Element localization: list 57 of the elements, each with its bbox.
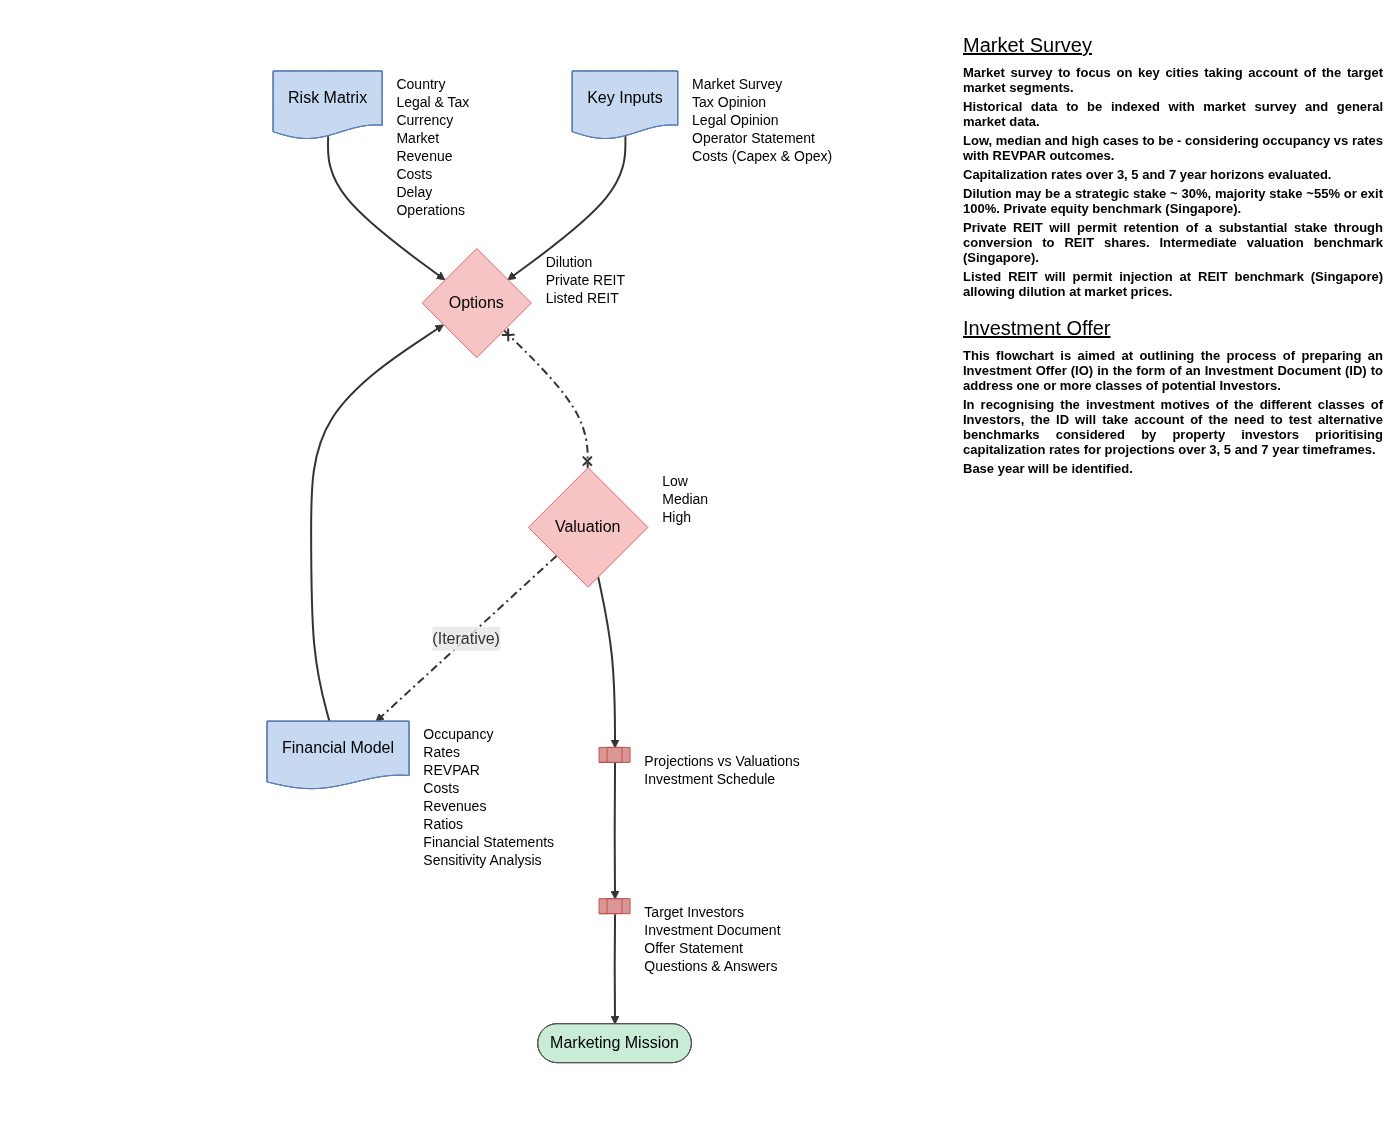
connector: [501, 327, 594, 469]
bullet-item: Questions & Answers: [644, 956, 779, 975]
arrow: [610, 913, 620, 1025]
note-paragraph: Listed REIT will permit injection at REIT benchmark (Singapore) allowing dilution at market prices.: [963, 269, 1383, 299]
bullet-item: Costs (Capex & Opex): [692, 147, 833, 166]
arrow: [610, 762, 620, 900]
bullet-item: Market: [396, 129, 441, 148]
bullet-item: REVPAR: [423, 761, 481, 780]
bullet-item: Country: [396, 75, 447, 94]
arrow: [327, 135, 446, 281]
bullet-item: Operator Statement: [692, 129, 816, 148]
bullet-item: Projections vs Valuations: [644, 751, 800, 770]
bullet-item: Legal & Tax: [396, 93, 470, 112]
note-paragraph: This flowchart is aimed at outlining the process of preparing an Investment Offer (IO) in the form of an Investment Document (ID) to address one or more classes of potential Investors.: [963, 348, 1383, 393]
bullet-item: Ratios: [423, 815, 465, 834]
bullet-item: Offer Statement: [644, 938, 744, 957]
bullet-item: Target Investors: [644, 902, 745, 921]
note-paragraph: Private REIT will permit retention of a substantial stake through conversion to REIT shares. Intermediate valuation benchmark (Singapore).: [963, 220, 1383, 265]
bullet-item: High: [662, 507, 692, 526]
node-diamond: Valuation: [528, 467, 649, 588]
bullet-item: Revenue: [396, 147, 454, 166]
bullet-item: Market Survey: [692, 75, 784, 94]
bullet-item: Tax Opinion: [692, 93, 767, 112]
section-heading: Market Survey: [963, 34, 1093, 57]
bullet-item: Investment Document: [644, 920, 781, 939]
bullet-item: Sensitivity Analysis: [423, 851, 543, 870]
bullet-item: Costs: [396, 165, 434, 184]
bullet-item: Rates: [423, 743, 461, 762]
note-paragraph: Market survey to focus on key cities taking account of the target market segments.: [963, 65, 1383, 95]
node-box: [598, 898, 631, 915]
bullet-item: Low: [662, 471, 689, 490]
node-diamond: Options: [422, 248, 533, 359]
edge-label: (Iterative): [432, 629, 501, 647]
bullet-item: Investment Schedule: [644, 769, 777, 788]
note-paragraph: Low, median and high cases to be - considering occupancy vs rates with REVPAR outcomes.: [963, 133, 1383, 163]
note-paragraph: In recognising the investment motives of the different classes of Investors, the ID will take account of the need to test alternative benchmarks considered by property investors prioritising capitalization rates for projections over 3, 5 and 7 year timeframes.: [963, 397, 1383, 457]
section-heading: Investment Offer: [963, 317, 1112, 340]
bullet-item: Occupancy: [423, 725, 495, 744]
bullet-item: Financial Statements: [423, 833, 555, 852]
bullet-item: Revenues: [423, 797, 488, 816]
node-box: [598, 747, 631, 764]
bullet-item: Dilution: [545, 252, 594, 271]
note-paragraph: Base year will be identified.: [963, 461, 1134, 476]
bullet-item: Operations: [396, 201, 466, 220]
bullet-item: Private REIT: [545, 270, 625, 289]
note-paragraph: Historical data to be indexed with market survey and general market data.: [963, 99, 1383, 129]
note-paragraph: Dilution may be a strategic stake ~ 30%, majority stake ~55% or exit 100%. Private equity benchmark (Singapore).: [963, 186, 1383, 216]
bullet-item: Legal Opinion: [692, 111, 780, 130]
note-paragraph: Capitalization rates over 3, 5 and 7 year horizons evaluated.: [963, 167, 1333, 182]
bullet-item: Delay: [396, 183, 434, 202]
bullet-item: Costs: [423, 779, 461, 798]
bullet-item: Listed REIT: [545, 288, 620, 307]
bullet-item: Currency: [396, 111, 455, 130]
bullet-item: Median: [662, 489, 709, 508]
arrow: [375, 555, 558, 723]
arrow: [507, 135, 627, 281]
arrow: [310, 324, 445, 723]
